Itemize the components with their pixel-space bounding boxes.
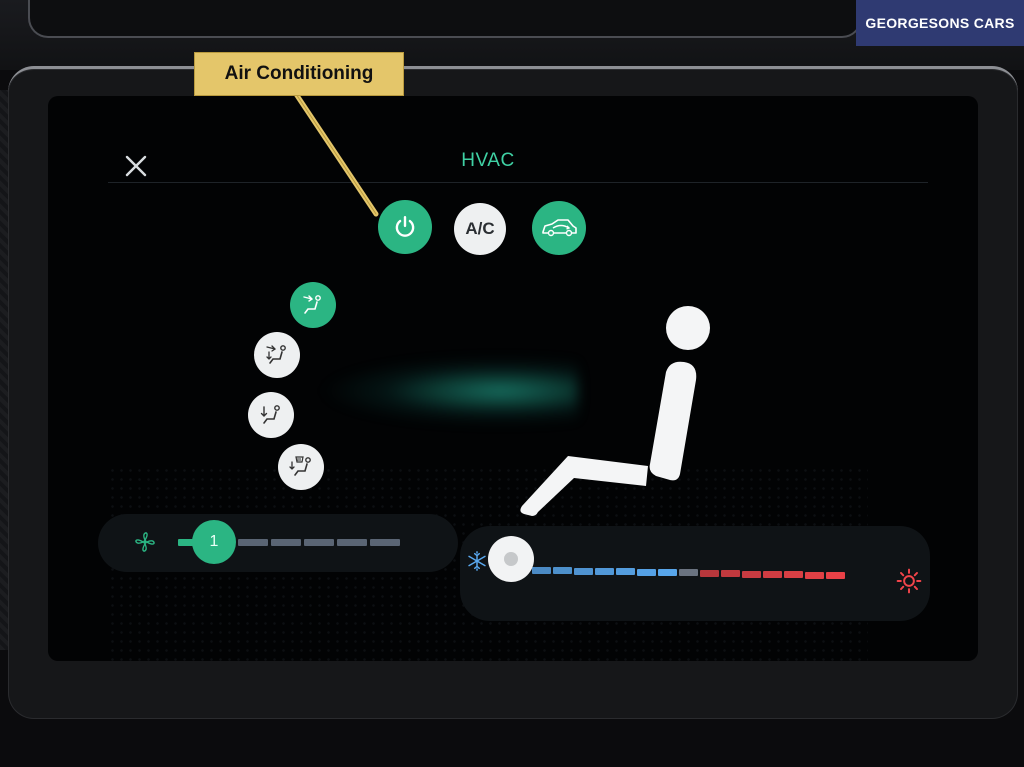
brand-watermark: GEORGESONS CARS xyxy=(856,0,1024,46)
seat-airflow-face-feet-icon xyxy=(266,345,286,364)
airflow-mode-face-button[interactable] xyxy=(290,282,336,328)
page-title: HVAC xyxy=(461,150,515,171)
temperature-knob[interactable] xyxy=(488,536,534,582)
temperature-cold-segment xyxy=(616,568,635,576)
seat-airflow-feet-defrost-icon xyxy=(289,456,311,476)
temperature-hot-segment xyxy=(721,570,740,578)
temperature-hot-segment xyxy=(742,570,761,578)
temperature-neutral-segment xyxy=(679,569,698,576)
temperature-hot-segment xyxy=(763,570,782,578)
sun-heat-icon xyxy=(896,568,922,594)
dashboard-trim xyxy=(0,0,1024,70)
fan-icon xyxy=(135,532,155,552)
fan-level-segment xyxy=(238,539,268,546)
header-divider xyxy=(108,182,928,183)
temperature-knob-dot xyxy=(504,552,518,566)
air-conditioning-callout: Air Conditioning xyxy=(194,52,404,96)
recirculation-button[interactable] xyxy=(532,201,586,255)
temperature-hot-segment xyxy=(784,571,803,579)
fan-level-segment xyxy=(304,539,334,546)
airflow-mode-feet-button[interactable] xyxy=(248,392,294,438)
fan-speed-slider[interactable]: 1 xyxy=(98,514,458,572)
temperature-cold-segment xyxy=(574,567,593,575)
snowflake-icon xyxy=(468,551,486,571)
airflow-glow xyxy=(318,356,578,426)
air-vent xyxy=(28,0,862,38)
airflow-mode-feet-defrost-button[interactable] xyxy=(278,444,324,490)
temperature-hot-segment xyxy=(805,571,824,579)
temperature-slider[interactable] xyxy=(460,526,930,621)
car-recirculation-icon xyxy=(542,219,577,237)
ac-button[interactable]: A/C xyxy=(454,203,506,255)
temperature-cold-segment xyxy=(532,567,551,574)
power-icon xyxy=(395,216,415,237)
seat-airflow-feet-icon xyxy=(260,405,280,424)
seat-occupant-illustration xyxy=(520,306,710,516)
temperature-hot-segment xyxy=(826,571,845,579)
hvac-screen: HVAC A/C xyxy=(48,96,978,661)
temperature-cold-segment xyxy=(595,567,614,575)
fan-level-segment xyxy=(271,539,301,546)
temperature-cold-segment xyxy=(637,568,656,576)
seat-airflow-face-icon xyxy=(303,295,321,314)
fan-level-filled xyxy=(178,539,194,546)
fan-speed-knob[interactable]: 1 xyxy=(192,520,236,564)
ac-button-label: A/C xyxy=(465,219,495,238)
fan-level-segment xyxy=(370,539,400,546)
temperature-cold-segment xyxy=(658,568,677,576)
fan-speed-value: 1 xyxy=(209,533,219,550)
temperature-hot-segment xyxy=(700,570,719,577)
power-button[interactable] xyxy=(378,200,432,254)
temperature-cold-segment xyxy=(553,567,572,575)
fan-level-segment xyxy=(337,539,367,546)
close-icon[interactable] xyxy=(124,154,148,178)
airflow-mode-face-feet-button[interactable] xyxy=(254,332,300,378)
